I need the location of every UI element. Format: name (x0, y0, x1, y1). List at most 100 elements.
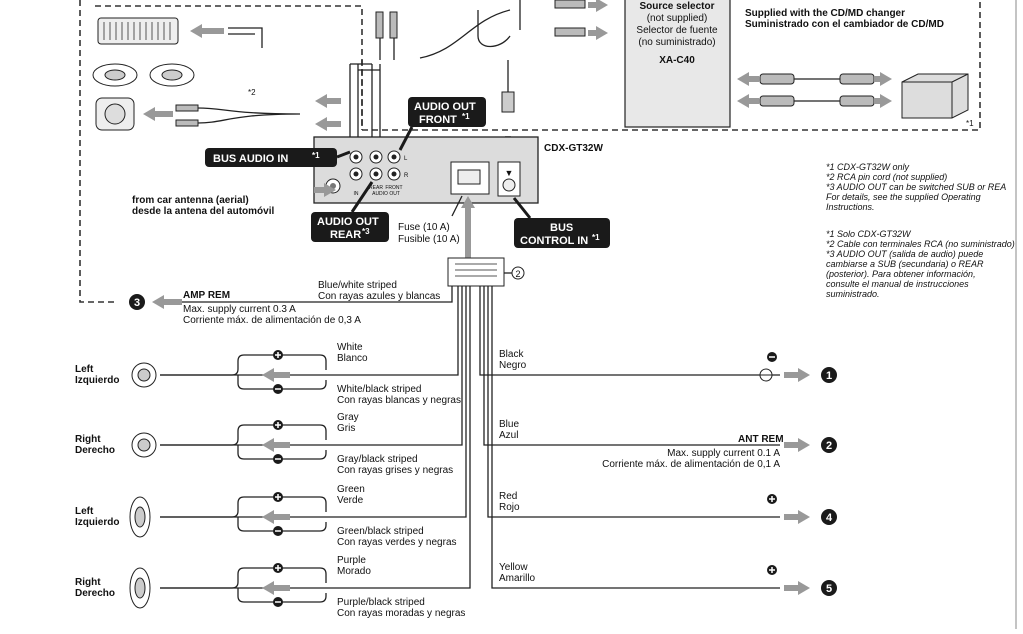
amp-rem-arrow (152, 295, 182, 309)
changer-line-2: Suministrado con el cambiador de CD/MD (745, 19, 944, 30)
changer-line-1: Supplied with the CD/MD changer (745, 8, 905, 19)
power-arrow (784, 368, 810, 382)
changer-arrow-r2 (874, 94, 892, 108)
speaker-side-en: Right (75, 434, 101, 445)
plus-icon-mark (769, 496, 775, 502)
svg-text:FRONT: FRONT (419, 114, 457, 126)
svg-text:REAR: REAR (330, 229, 361, 241)
source-selector-box (624, 0, 731, 128)
star2-mark: *2 (248, 88, 256, 97)
jack-rear-label: REAR (369, 185, 383, 191)
note-en-line: Instructions. (826, 202, 875, 212)
power-wire-es: Rojo (499, 502, 520, 513)
ch-r: R (404, 173, 409, 179)
plus-icon-mark (275, 422, 281, 428)
note-es-line: consulte el manual de instrucciones (826, 279, 969, 289)
power-arrow (784, 581, 810, 595)
ant-rem-title: ANT REM (738, 434, 784, 445)
speaker-arrow (262, 510, 290, 524)
amp-rem-dashed-lead (79, 0, 118, 303)
note-es-line: cambiarse a SUB (secundaria) o REAR (826, 259, 984, 269)
changer-arrow-r1 (874, 72, 892, 86)
harness-arrow (461, 196, 475, 258)
speaker-side-en: Right (75, 577, 101, 588)
power-wire-en: Black (499, 349, 524, 360)
wire-neg-en: Purple/black striped (337, 597, 425, 608)
selector-line-3: Selector de fuente (636, 25, 718, 36)
note-es-line: *2 Cable con terminales RCA (no suminist… (826, 239, 1015, 249)
power-num: 1 (826, 370, 832, 382)
antenna-line-1: from car antenna (aerial) (132, 195, 249, 206)
ch-l: L (404, 156, 408, 162)
speaker-side-es: Derecho (75, 445, 115, 456)
rca-arrow-2 (315, 117, 341, 131)
power-num: 2 (826, 440, 832, 452)
fuse-line-2: Fusible (10 A) (398, 234, 460, 245)
changer-arrow-l2 (737, 94, 759, 108)
selector-wire-2 (477, 0, 521, 48)
wire-neg-es: Con rayas grises y negras (337, 465, 453, 476)
note-es-line: *3 AUDIO OUT (salida de audio) puede (826, 249, 983, 259)
power-socket (450, 161, 490, 195)
note-en-line: For details, see the supplied Operating (826, 192, 981, 202)
unit-model: CDX-GT32W (544, 143, 603, 154)
selector-arrow-1 (588, 0, 608, 12)
speaker-pos-loop (160, 354, 327, 376)
plus-icon-mark (275, 565, 281, 571)
wire-pos-en: Gray (337, 412, 359, 423)
changer-arrow-l1 (737, 72, 759, 86)
power-badge (821, 437, 837, 453)
wire-pos-en: Purple (337, 555, 366, 566)
power-arrow (784, 510, 810, 524)
notes-es: *1 Solo CDX-GT32W*2 Cable con terminales… (826, 229, 1015, 299)
speaker-side-en: Left (75, 364, 94, 375)
power-wire-es: Amarillo (499, 573, 536, 584)
amp-wire (228, 27, 263, 48)
amp-rem-cur-es: Corriente máx. de alimentación de 0,3 A (183, 315, 361, 326)
wire-pos-es: Blanco (337, 353, 368, 364)
speaker-side-en: Left (75, 506, 94, 517)
plus-icon-mark (275, 352, 281, 358)
wire-neg-es: Con rayas verdes y negras (337, 537, 457, 548)
speaker-cone (137, 438, 151, 452)
ant-rem-cur-en: Max. supply current 0.1 A (667, 448, 780, 459)
audio-out-small: AUDIO OUT (372, 191, 400, 197)
rca-jacks (349, 150, 401, 181)
svg-text:BUS AUDIO IN: BUS AUDIO IN (213, 153, 288, 165)
selector-rca-pair (554, 0, 586, 37)
svg-text:CONTROL IN: CONTROL IN (520, 235, 588, 247)
wire-pos-es: Verde (337, 495, 364, 506)
speaker-side-es: Izquierdo (75, 517, 119, 528)
tag-bus-control-in: BUS CONTROL IN *1 (512, 197, 610, 248)
wire-neg-en: White/black striped (337, 384, 421, 395)
note-es-line: (posterior). Para obtener información, (826, 269, 976, 279)
harness-connector (447, 257, 505, 287)
power-num: 5 (826, 583, 832, 595)
wire-neg-en: Green/black striped (337, 526, 424, 537)
wire-neg-es: Con rayas moradas y negras (337, 608, 465, 619)
jack-front-label: FRONT (385, 185, 402, 191)
amp-arrow-1 (190, 24, 224, 38)
power-wire-en: Blue (499, 419, 519, 430)
antenna-arrow (314, 183, 336, 197)
plus-icon-mark (275, 494, 281, 500)
power-wire-es: Azul (499, 430, 518, 441)
note-es-line: *1 Solo CDX-GT32W (826, 229, 912, 239)
harness-wires (160, 286, 780, 589)
svg-text:*3: *3 (362, 227, 370, 236)
star1-mark: *1 (966, 119, 974, 128)
jack-in-label: IN (354, 191, 359, 197)
note-en-line: *3 AUDIO OUT can be switched SUB or REA (826, 182, 1006, 192)
speaker-pos-loop (160, 567, 327, 589)
speaker-side-es: Derecho (75, 588, 115, 599)
changer-dashed-box (361, 0, 981, 131)
wire-neg-es: Con rayas blancas y negras (337, 395, 461, 406)
changer-cords (759, 73, 875, 107)
